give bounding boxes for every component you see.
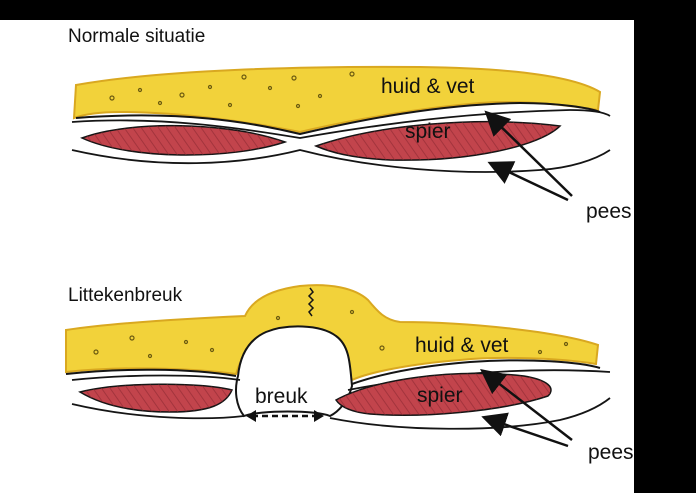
panel-hernia-title: Littekenbreuk: [68, 285, 183, 306]
panel-normal-title: Normale situatie: [68, 26, 205, 47]
right-black-band: [634, 0, 696, 493]
label-hernia: breuk: [255, 385, 308, 408]
label-skin-fat: huid & vet: [415, 334, 509, 357]
label-tendon: pees: [588, 441, 634, 464]
label-tendon: pees: [586, 200, 632, 223]
label-muscle: spier: [417, 384, 463, 407]
top-black-bar: [0, 0, 696, 20]
label-skin-fat: huid & vet: [381, 75, 475, 98]
label-muscle: spier: [405, 120, 451, 143]
